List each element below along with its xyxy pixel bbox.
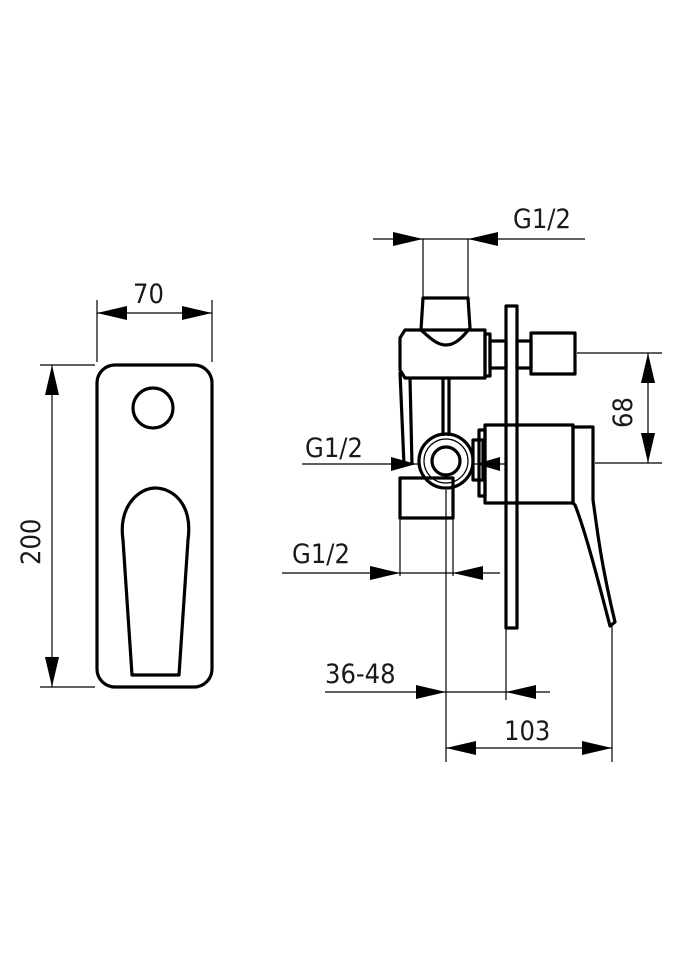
diverter-knob [131,386,175,430]
wall-depth-label: 36-48 [325,659,396,690]
cover-plate [95,363,214,689]
mixer-lever-side [571,425,617,628]
width-dimension-label: 70 [133,279,164,310]
outlet-connector [417,432,475,490]
front-view: 70 200 [16,279,214,689]
projection-label: 103 [504,716,550,747]
bottom-inlet [398,476,455,520]
height-dimension-label: 200 [16,519,47,565]
top-thread-label: G1/2 [513,204,571,235]
top-inlet-nut [419,296,472,347]
wall-plate [504,304,519,630]
valve-body [398,328,487,380]
side-view: G1/2 68 G1/2 G1/2 36-48 103 [282,204,662,762]
middle-thread-label: G1/2 [305,433,363,464]
diverter-knob [529,331,577,376]
axis-spacing-label: 68 [608,397,639,428]
bottom-thread-label: G1/2 [292,539,350,570]
mixer-lever [120,486,191,677]
